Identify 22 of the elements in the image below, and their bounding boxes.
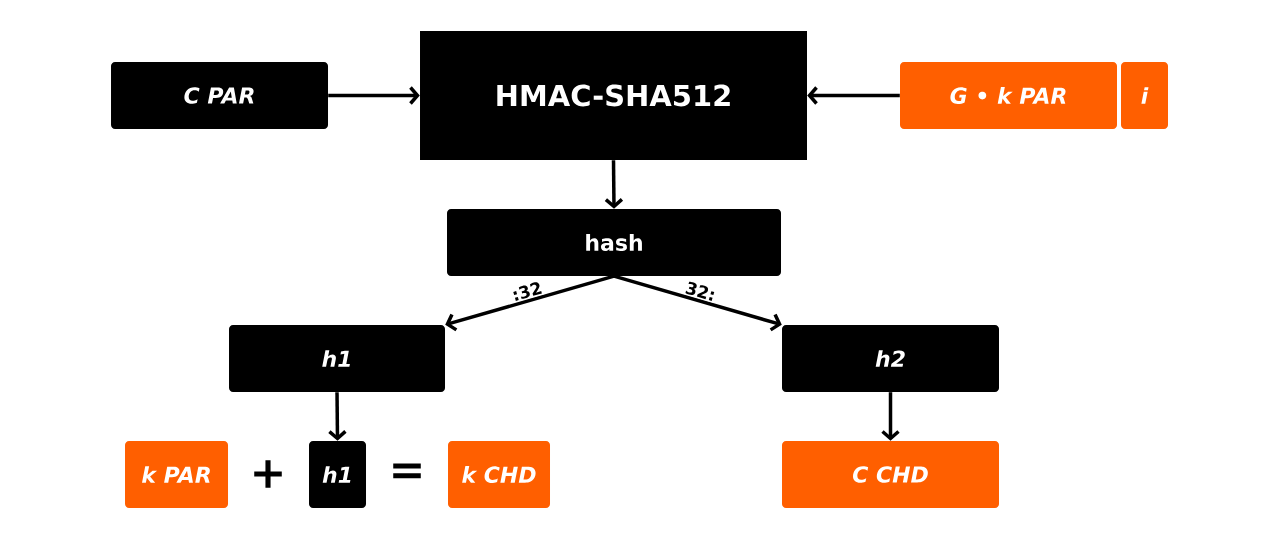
value-box: i xyxy=(1121,62,1168,129)
arrow xyxy=(328,392,347,441)
value-box: h1 xyxy=(229,325,445,392)
hash-function-box: HMAC-SHA512 xyxy=(420,31,807,160)
arrow xyxy=(604,160,624,209)
value-box: h1 xyxy=(309,441,366,508)
value-box: k PAR xyxy=(125,441,228,508)
edge-label: 32: xyxy=(685,281,715,301)
operator-sign: = xyxy=(393,463,421,479)
arrow xyxy=(881,392,900,441)
arrow xyxy=(445,274,615,332)
value-box: G • k PAR xyxy=(900,62,1117,129)
arrow xyxy=(807,86,900,105)
value-box: hash xyxy=(447,209,781,276)
arrow xyxy=(328,86,420,105)
value-box: C CHD xyxy=(782,441,999,508)
value-box: k CHD xyxy=(448,441,550,508)
arrow xyxy=(613,274,782,332)
value-box: h2 xyxy=(782,325,999,392)
edge-label: :32 xyxy=(513,282,542,301)
operator-sign: + xyxy=(254,460,282,488)
value-box: C PAR xyxy=(111,62,328,129)
